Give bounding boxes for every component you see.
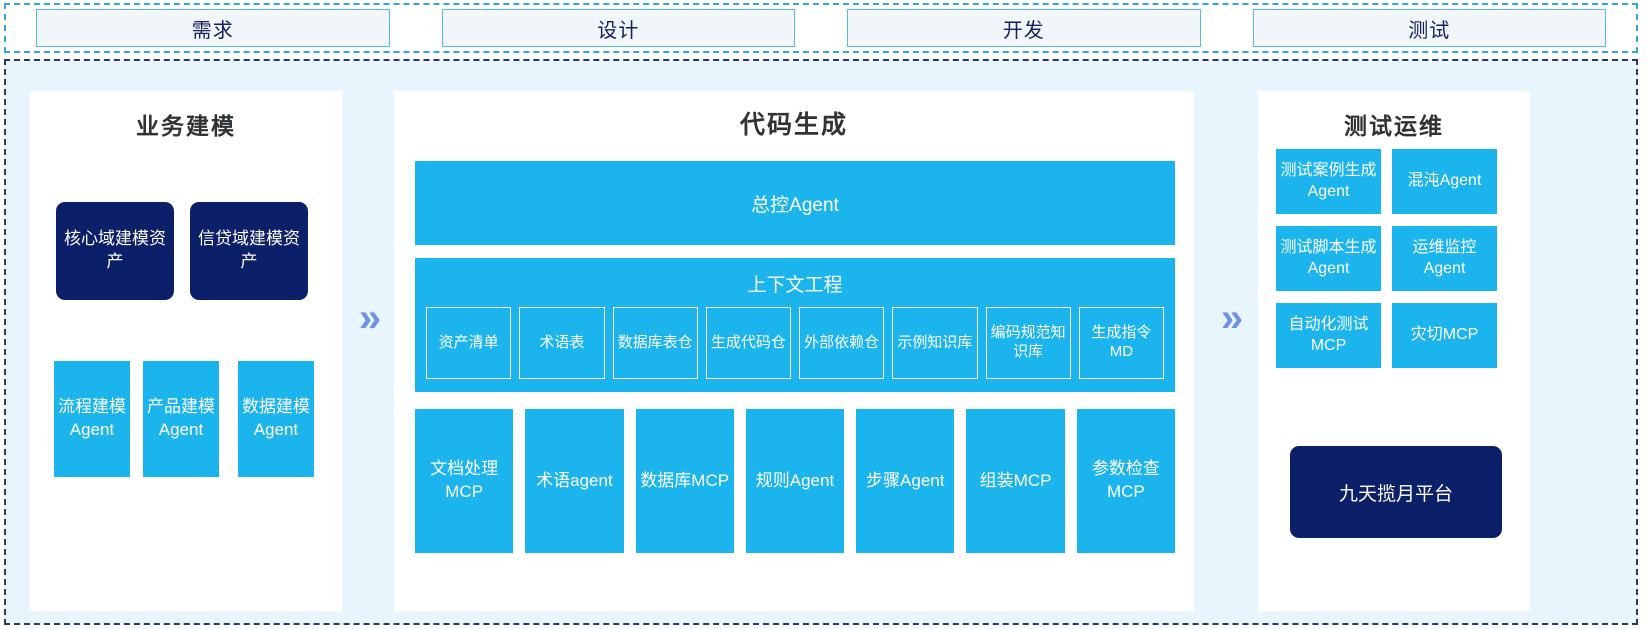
agent-label: 产品建模Agent	[147, 397, 215, 439]
ops-tile-label: 混沌Agent	[1407, 172, 1482, 190]
tool-label: 步骤Agent	[866, 470, 945, 490]
agent-chaos[interactable]: 混沌Agent	[1392, 149, 1497, 214]
ops-tile-label: 自动化测试MCP	[1288, 315, 1369, 354]
context-item-label: 数据库表仓	[617, 333, 693, 351]
master-agent-label: 总控Agent	[751, 194, 839, 216]
tool-disaster-switch-mcp[interactable]: 灾切MCP	[1392, 303, 1497, 368]
agent-test-script-generation[interactable]: 测试脚本生成Agent	[1276, 226, 1381, 291]
asset-label: 核心域建模资产	[64, 229, 166, 271]
phase-label: 设计	[597, 19, 640, 42]
agent-label: 流程建模Agent	[58, 397, 126, 439]
context-item-external-dependency-repo[interactable]: 外部依赖仓	[799, 307, 885, 379]
tool-label: 数据库MCP	[640, 470, 730, 490]
context-engineering-block: 上下文工程 资产清单 术语表 数据库表仓 生成代码仓 外部依赖仓 示	[415, 258, 1175, 392]
tool-parameter-check-mcp[interactable]: 参数检查MCP	[1076, 409, 1175, 553]
phase-label: 开发	[1002, 19, 1045, 42]
tool-glossary-agent[interactable]: 术语agent	[525, 409, 624, 553]
context-item-generation-instruction-md[interactable]: 生成指令MD	[1078, 307, 1164, 379]
ops-tile-label: 运维监控Agent	[1412, 238, 1477, 277]
tool-label: 规则Agent	[755, 470, 835, 490]
agent-test-case-generation[interactable]: 测试案例生成Agent	[1276, 149, 1381, 214]
chevron-glyph: »	[1220, 296, 1244, 340]
tool-automated-testing-mcp[interactable]: 自动化测试MCP	[1276, 303, 1381, 368]
context-item-label: 外部依赖仓	[804, 333, 880, 351]
panel-test-operations: 测试运维 测试案例生成Agent 混沌Agent 测试脚本生成Agent 运维监…	[1258, 91, 1530, 611]
testops-tile-grid: 测试案例生成Agent 混沌Agent 测试脚本生成Agent 运维监控Agen…	[1276, 149, 1516, 368]
context-item-label: 编码规范知识库	[990, 324, 1066, 360]
context-item-generated-code-repo[interactable]: 生成代码仓	[705, 307, 791, 379]
context-item-label: 生成代码仓	[710, 333, 786, 351]
platform-label: 九天揽月平台	[1338, 483, 1453, 505]
tool-step-agent[interactable]: 步骤Agent	[856, 409, 955, 553]
agent-data-modeling[interactable]: 数据建模Agent	[238, 361, 314, 477]
agent-process-modeling[interactable]: 流程建模Agent	[54, 361, 130, 477]
context-engineering-title: 上下文工程	[747, 275, 843, 296]
context-item-label: 资产清单	[438, 333, 499, 351]
tool-label: 参数检查MCP	[1091, 459, 1160, 501]
phase-label: 需求	[191, 19, 234, 42]
tool-rule-agent[interactable]: 规则Agent	[745, 409, 845, 553]
master-control-agent[interactable]: 总控Agent	[415, 161, 1175, 245]
context-item-label: 生成指令MD	[1091, 324, 1152, 360]
panel-title-code-generation: 代码生成	[739, 111, 848, 139]
context-item-coding-standard-knowledge-base[interactable]: 编码规范知识库	[985, 307, 1071, 379]
phase-box-design[interactable]: 设计	[441, 9, 795, 47]
architecture-canvas: 业务建模 核心域建模资产 信贷域建模资产 流程建模Agent 产品建模Agent…	[4, 59, 1638, 625]
tool-label: 文档处理MCP	[430, 459, 499, 501]
context-item-example-knowledge-base[interactable]: 示例知识库	[892, 307, 978, 379]
agent-product-modeling[interactable]: 产品建模Agent	[143, 361, 219, 477]
asset-label: 信贷域建模资产	[198, 229, 300, 271]
panel-title-business-modeling: 业务建模	[136, 113, 236, 139]
context-item-glossary[interactable]: 术语表	[519, 307, 605, 379]
phase-strip: 需求 设计 开发 测试	[4, 3, 1638, 53]
agent-label: 数据建模Agent	[242, 397, 310, 439]
double-chevron-right-icon: »	[344, 295, 396, 341]
context-engineering-items: 资产清单 术语表 数据库表仓 生成代码仓 外部依赖仓 示例知识库	[426, 307, 1164, 379]
context-item-label: 术语表	[539, 333, 585, 351]
panel-business-modeling: 业务建模 核心域建模资产 信贷域建模资产 流程建模Agent 产品建模Agent…	[30, 91, 342, 611]
phase-box-requirements[interactable]: 需求	[36, 9, 390, 47]
agent-ops-monitoring[interactable]: 运维监控Agent	[1392, 226, 1497, 291]
panel-code-generation: 代码生成 总控Agent 上下文工程 资产清单 术语表 数据库表仓 生成代码仓	[394, 91, 1194, 611]
double-chevron-right-icon: »	[1206, 295, 1258, 341]
tool-label: 组装MCP	[979, 470, 1052, 490]
tool-database-mcp[interactable]: 数据库MCP	[635, 409, 734, 553]
context-item-label: 示例知识库	[897, 333, 973, 351]
tool-assembly-mcp[interactable]: 组装MCP	[966, 409, 1065, 553]
tool-label: 术语agent	[536, 470, 613, 490]
context-item-asset-inventory[interactable]: 资产清单	[426, 307, 512, 379]
phase-label: 测试	[1408, 19, 1451, 42]
phase-box-development[interactable]: 开发	[847, 9, 1201, 47]
platform-jiutian-lanyue[interactable]: 九天揽月平台	[1290, 446, 1502, 538]
tool-document-processing-mcp[interactable]: 文档处理MCP	[415, 409, 514, 553]
ops-tile-label: 测试脚本生成Agent	[1280, 238, 1377, 277]
asset-core-domain-modeling[interactable]: 核心域建模资产	[56, 202, 174, 300]
panel-title-test-operations: 测试运维	[1344, 113, 1444, 139]
ops-tile-label: 测试案例生成Agent	[1280, 161, 1377, 200]
context-item-db-table-repo[interactable]: 数据库表仓	[612, 307, 698, 379]
chevron-glyph: »	[358, 296, 382, 340]
phase-box-testing[interactable]: 测试	[1252, 9, 1606, 47]
asset-credit-domain-modeling[interactable]: 信贷域建模资产	[190, 202, 308, 300]
codegen-tool-row: 文档处理MCP 术语agent 数据库MCP 规则Agent 步骤Agent 组…	[415, 409, 1175, 553]
ops-tile-label: 灾切MCP	[1410, 326, 1479, 344]
